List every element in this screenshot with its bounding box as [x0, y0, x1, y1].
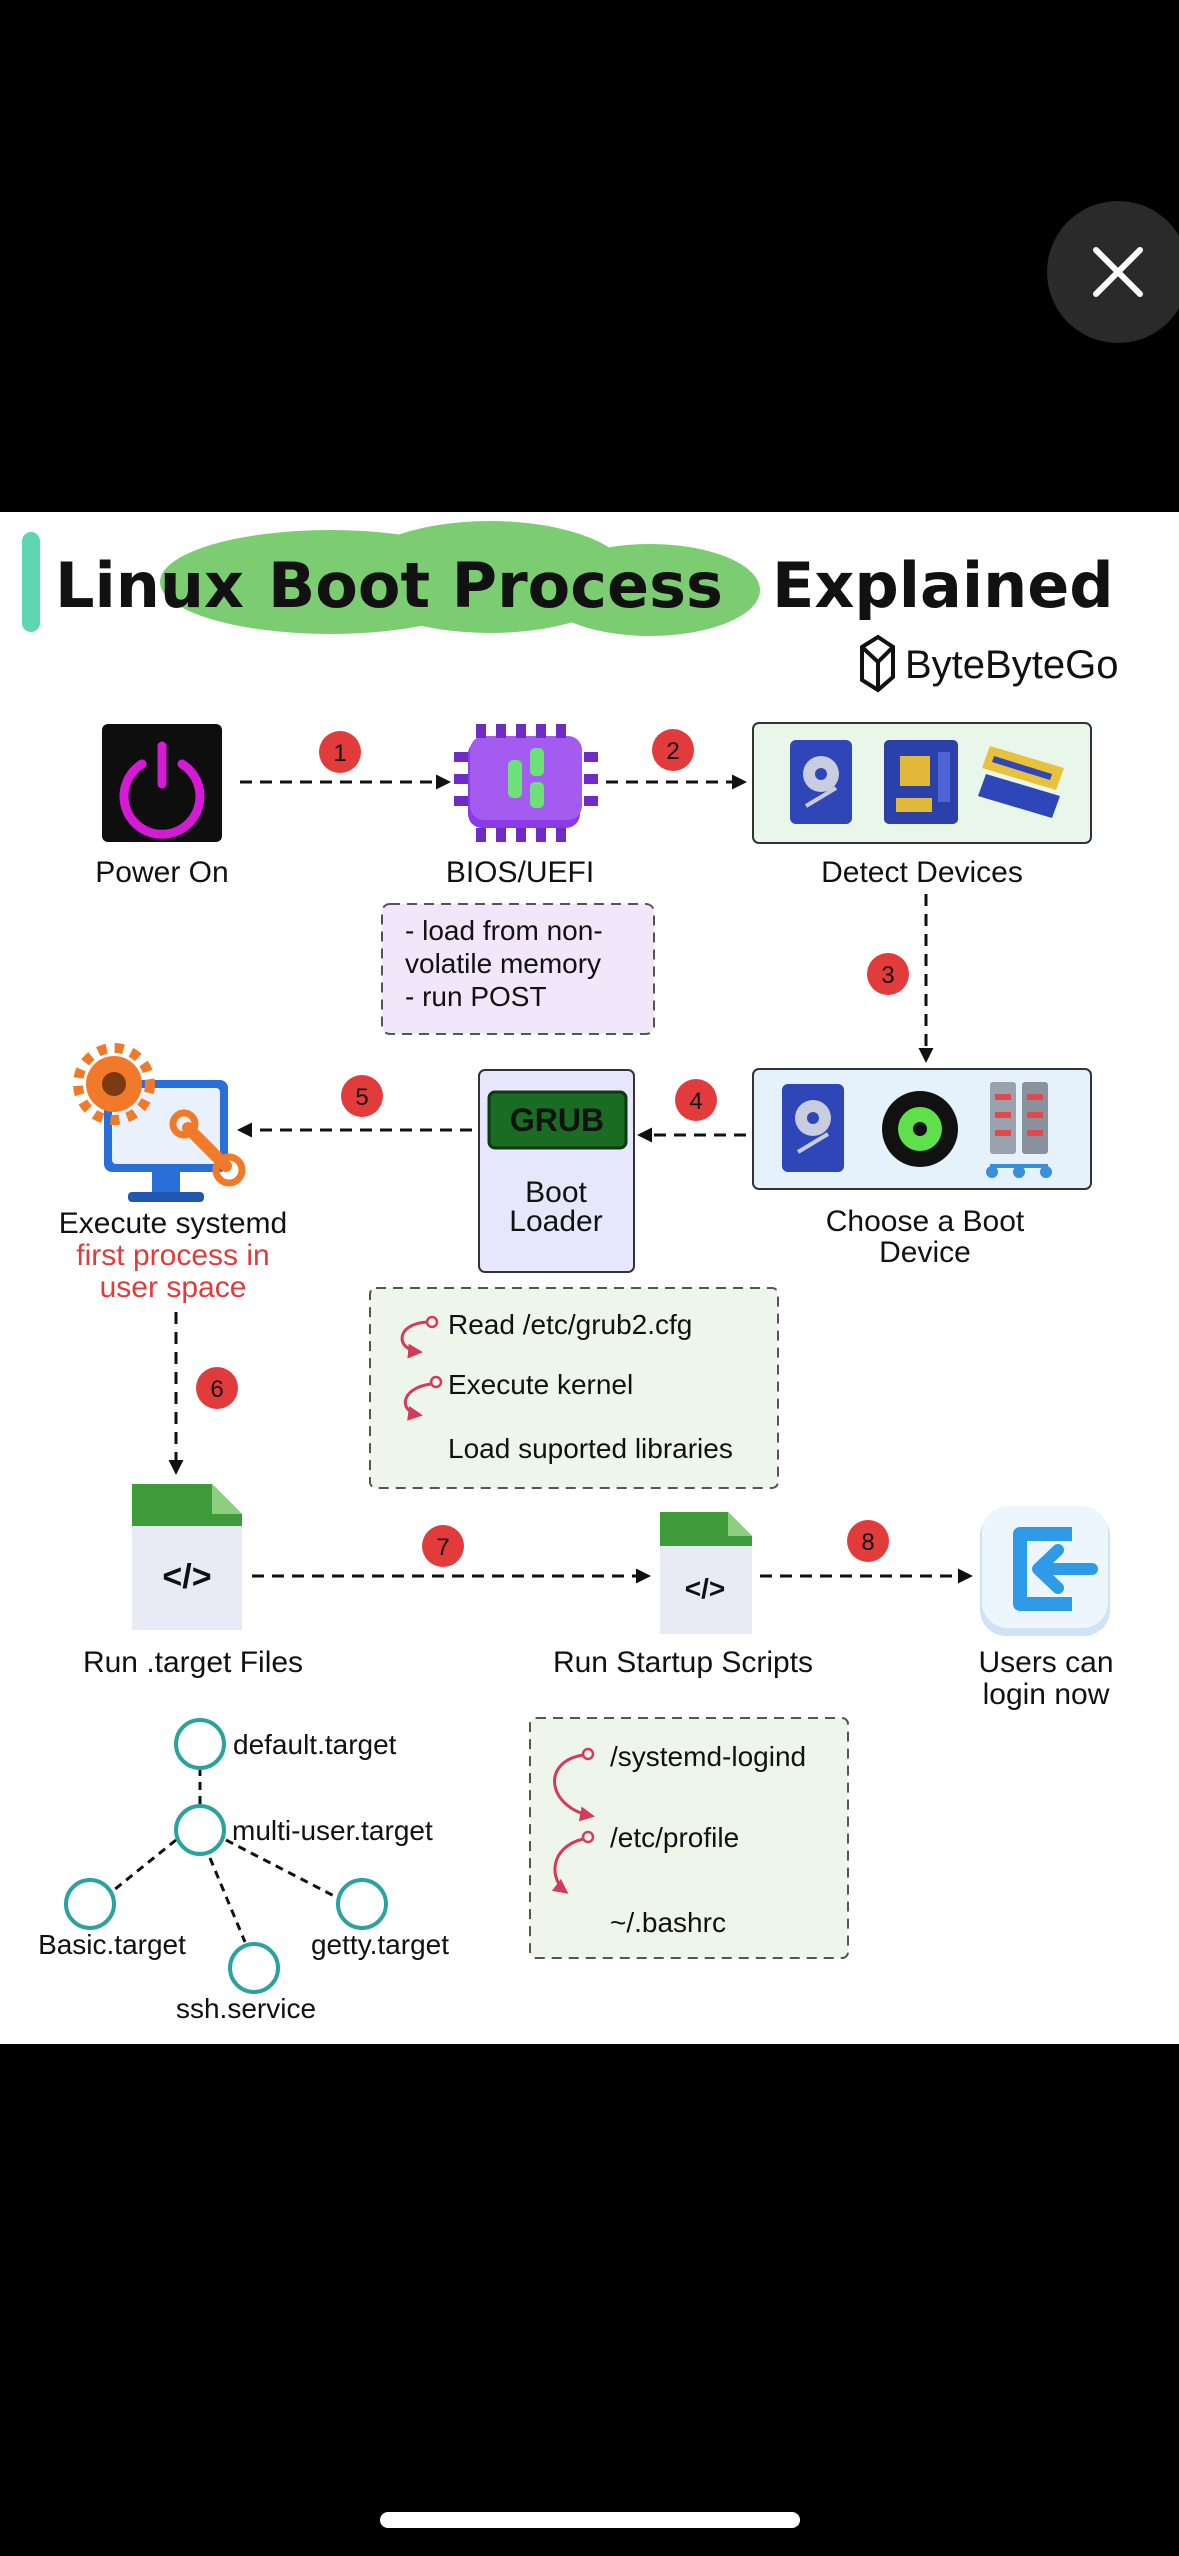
label-systemd: Execute systemd [59, 1207, 287, 1240]
step-badge-7 [422, 1525, 464, 1567]
systemd-monitor-icon [104, 1080, 228, 1202]
target-getty: getty.target [311, 1929, 449, 1960]
bios-note-1: - load from non- [405, 915, 603, 946]
grub-note-3: Load suported libraries [448, 1433, 733, 1464]
connector-dot [581, 1747, 595, 1761]
label-boot-loader-2: Loader [509, 1205, 602, 1238]
label-target-files: Run .target Files [83, 1646, 303, 1679]
connector-curve [400, 1320, 428, 1359]
step-number-8: 8 [861, 1529, 874, 1556]
connector-dot [429, 1375, 443, 1389]
grub-note-1: Read /etc/grub2.cfg [448, 1309, 692, 1340]
grub-badge [487, 1090, 628, 1150]
home-indicator[interactable] [380, 2512, 800, 2528]
step-number-6: 6 [210, 1376, 223, 1403]
connector-dot [581, 1830, 595, 1844]
code-glyph: </> [162, 1558, 211, 1596]
script-note-3: ~/.bashrc [610, 1907, 726, 1938]
bios-chip-icon [454, 724, 598, 842]
login-icon [980, 1506, 1110, 1636]
label-detect-devices: Detect Devices [821, 856, 1023, 889]
step-number-7: 7 [436, 1534, 449, 1561]
step-badge-8 [847, 1520, 889, 1562]
power-symbol-icon [119, 741, 205, 839]
target-ssh: ssh.service [176, 1993, 316, 2024]
grub-notes-box [369, 1287, 779, 1489]
tree-node-ssh [228, 1942, 280, 1994]
label-boot-loader-1: Boot [525, 1176, 587, 1209]
script-note-1: /systemd-logind [610, 1741, 806, 1772]
label-choose-boot-1: Choose a Boot [826, 1205, 1025, 1238]
tree-node-getty [336, 1878, 388, 1930]
bios-note-3: - run POST [405, 981, 547, 1012]
systemd-sub-1: first process in [76, 1239, 269, 1272]
systemd-sub-2: user space [100, 1271, 247, 1304]
step-badge-1 [319, 731, 361, 773]
step-number-3: 3 [881, 962, 894, 989]
motherboard-icon [884, 740, 958, 824]
target-default: default.target [233, 1729, 397, 1760]
connector-curve [551, 1837, 584, 1894]
bios-note-2: volatile memory [405, 948, 601, 979]
grub-label: GRUB [510, 1102, 604, 1138]
close-button[interactable] [1047, 201, 1179, 343]
step-number-5: 5 [355, 1084, 368, 1111]
grub-note-2: Execute kernel [448, 1369, 633, 1400]
boot-disk-icon [782, 1084, 844, 1172]
target-file-icon [132, 1484, 242, 1630]
bytebytego-logo-icon [860, 634, 895, 693]
script-code-glyph: </> [685, 1573, 725, 1604]
connector-curve [403, 1382, 432, 1421]
step-badge-3 [867, 953, 909, 995]
target-basic: Basic.target [38, 1929, 186, 1960]
script-notes-box [529, 1717, 849, 1959]
network-servers-icon [986, 1082, 1052, 1178]
title-highlight [160, 521, 760, 636]
wrench-icon [169, 1109, 246, 1187]
connector-curve [553, 1753, 595, 1822]
label-login-1: Users can [978, 1646, 1113, 1679]
step-number-4: 4 [689, 1088, 702, 1115]
step-badge-2 [652, 729, 694, 771]
target-tree-edges [103, 1768, 339, 1943]
label-startup-scripts: Run Startup Scripts [553, 1646, 813, 1679]
bios-notes-box [381, 903, 655, 1035]
label-power-on: Power On [95, 856, 228, 889]
tree-node-default [174, 1718, 226, 1770]
boot-process-diagram: Linux Boot Process Explained ByteByteGo … [22, 521, 1118, 2024]
label-bios: BIOS/UEFI [446, 856, 594, 889]
label-choose-boot-2: Device [879, 1236, 971, 1269]
title-part-3: Explained [772, 549, 1114, 622]
step-badge-6 [196, 1367, 238, 1409]
infographic-card: Linux Boot Process Explained ByteByteGo … [0, 512, 1179, 2044]
title-part-2: Boot Process [268, 549, 723, 622]
target-multi-user: multi-user.target [232, 1815, 433, 1846]
gear-icon [73, 1043, 155, 1125]
optical-disc-icon [882, 1091, 958, 1167]
hard-disk-icon [790, 740, 852, 824]
step-badge-4 [675, 1079, 717, 1121]
label-login-2: login now [983, 1678, 1110, 1711]
close-icon [1093, 247, 1143, 297]
step-number-2: 2 [666, 738, 679, 765]
startup-script-icon [660, 1512, 752, 1634]
script-note-2: /etc/profile [610, 1822, 739, 1853]
title-accent-bar [22, 532, 40, 632]
step-number-1: 1 [333, 740, 346, 767]
brand-name: ByteByteGo [905, 643, 1118, 687]
step-badge-5 [341, 1075, 383, 1117]
tree-node-multi-user [174, 1804, 226, 1856]
ram-module-icon [978, 746, 1064, 818]
title-part-1: Linux [55, 549, 244, 622]
tree-node-basic [64, 1878, 116, 1930]
